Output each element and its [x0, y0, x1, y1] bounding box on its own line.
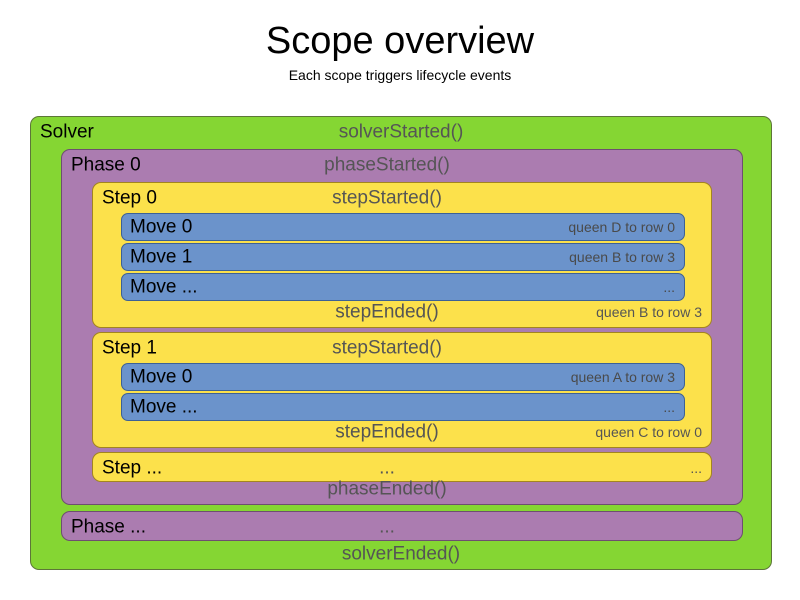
phase-more-scope: Phase ... ... [61, 511, 743, 541]
step0-ended-row: stepEnded() queen B to row 3 [93, 297, 711, 327]
move-row: Move 0 queen A to row 3 [121, 363, 685, 391]
step1-label: Step 1 [102, 337, 157, 359]
move-label: Move ... [130, 396, 198, 418]
step0-scope: Step 0 stepStarted() Move 0 queen D to r… [92, 182, 712, 328]
phase0-scope: Phase 0 phaseStarted() Step 0 stepStarte… [61, 149, 743, 505]
move-label: Move ... [130, 276, 198, 298]
move-label: Move 0 [130, 366, 193, 388]
move-label: Move 0 [130, 216, 193, 238]
step1-started-row: Step 1 stepStarted() [93, 333, 711, 363]
move-row: Move ... ... [121, 273, 685, 301]
move-value: ... [663, 399, 675, 415]
solver-ended-event: solverEnded() [341, 543, 461, 565]
step0-label: Step 0 [102, 187, 157, 209]
step1-ended-event: stepEnded() [335, 421, 439, 443]
move-row: Move ... ... [121, 393, 685, 421]
step1-started-event: stepStarted() [332, 337, 442, 359]
solver-label: Solver [40, 121, 94, 143]
move-row: Move 0 queen D to row 0 [121, 213, 685, 241]
move-value: queen A to row 3 [570, 369, 675, 385]
phase-more-row: Phase ... ... [62, 512, 742, 542]
step-more-row: Step ... ... ... [93, 453, 711, 483]
step-more-label: Step ... [102, 457, 163, 479]
move-row: Move 1 queen B to row 3 [121, 243, 685, 271]
phase-more-label: Phase ... [71, 516, 146, 538]
move-value: queen B to row 3 [569, 249, 675, 265]
phase0-started-row: Phase 0 phaseStarted() [62, 150, 742, 180]
step1-ended-row: stepEnded() queen C to row 0 [93, 417, 711, 447]
phase0-started-event: phaseStarted() [324, 154, 450, 176]
solver-started-event: solverStarted() [338, 121, 464, 143]
step0-started-event: stepStarted() [332, 187, 442, 209]
step1-scope: Step 1 stepStarted() Move 0 queen A to r… [92, 332, 712, 448]
step1-move-list: Move 0 queen A to row 3 Move ... ... [121, 363, 685, 423]
step-more-event: ... [379, 457, 395, 479]
step-more-scope: Step ... ... ... [92, 452, 712, 482]
solver-scope: Solver solverStarted() Phase 0 phaseStar… [30, 116, 772, 570]
phase-more-event: ... [379, 516, 395, 538]
page-subtitle: Each scope triggers lifecycle events [288, 66, 512, 83]
step-more-value: ... [690, 460, 702, 476]
phase0-ended-event: phaseEnded() [327, 478, 447, 500]
page-header: Scope overview Each scope triggers lifec… [0, 0, 800, 83]
step0-ended-event: stepEnded() [335, 301, 439, 323]
step0-move-list: Move 0 queen D to row 0 Move 1 queen B t… [121, 213, 685, 303]
solver-ended-row: solverEnded() [31, 539, 771, 569]
solver-started-row: Solver solverStarted() [31, 117, 771, 147]
phase0-ended-row: phaseEnded() [62, 474, 742, 504]
step0-started-row: Step 0 stepStarted() [93, 183, 711, 213]
move-label: Move 1 [130, 246, 193, 268]
move-value: queen D to row 0 [568, 219, 675, 235]
step0-ended-value: queen B to row 3 [596, 304, 702, 320]
page-title: Scope overview [265, 20, 535, 62]
move-value: ... [663, 279, 675, 295]
step1-ended-value: queen C to row 0 [595, 424, 702, 440]
phase0-label: Phase 0 [71, 154, 141, 176]
